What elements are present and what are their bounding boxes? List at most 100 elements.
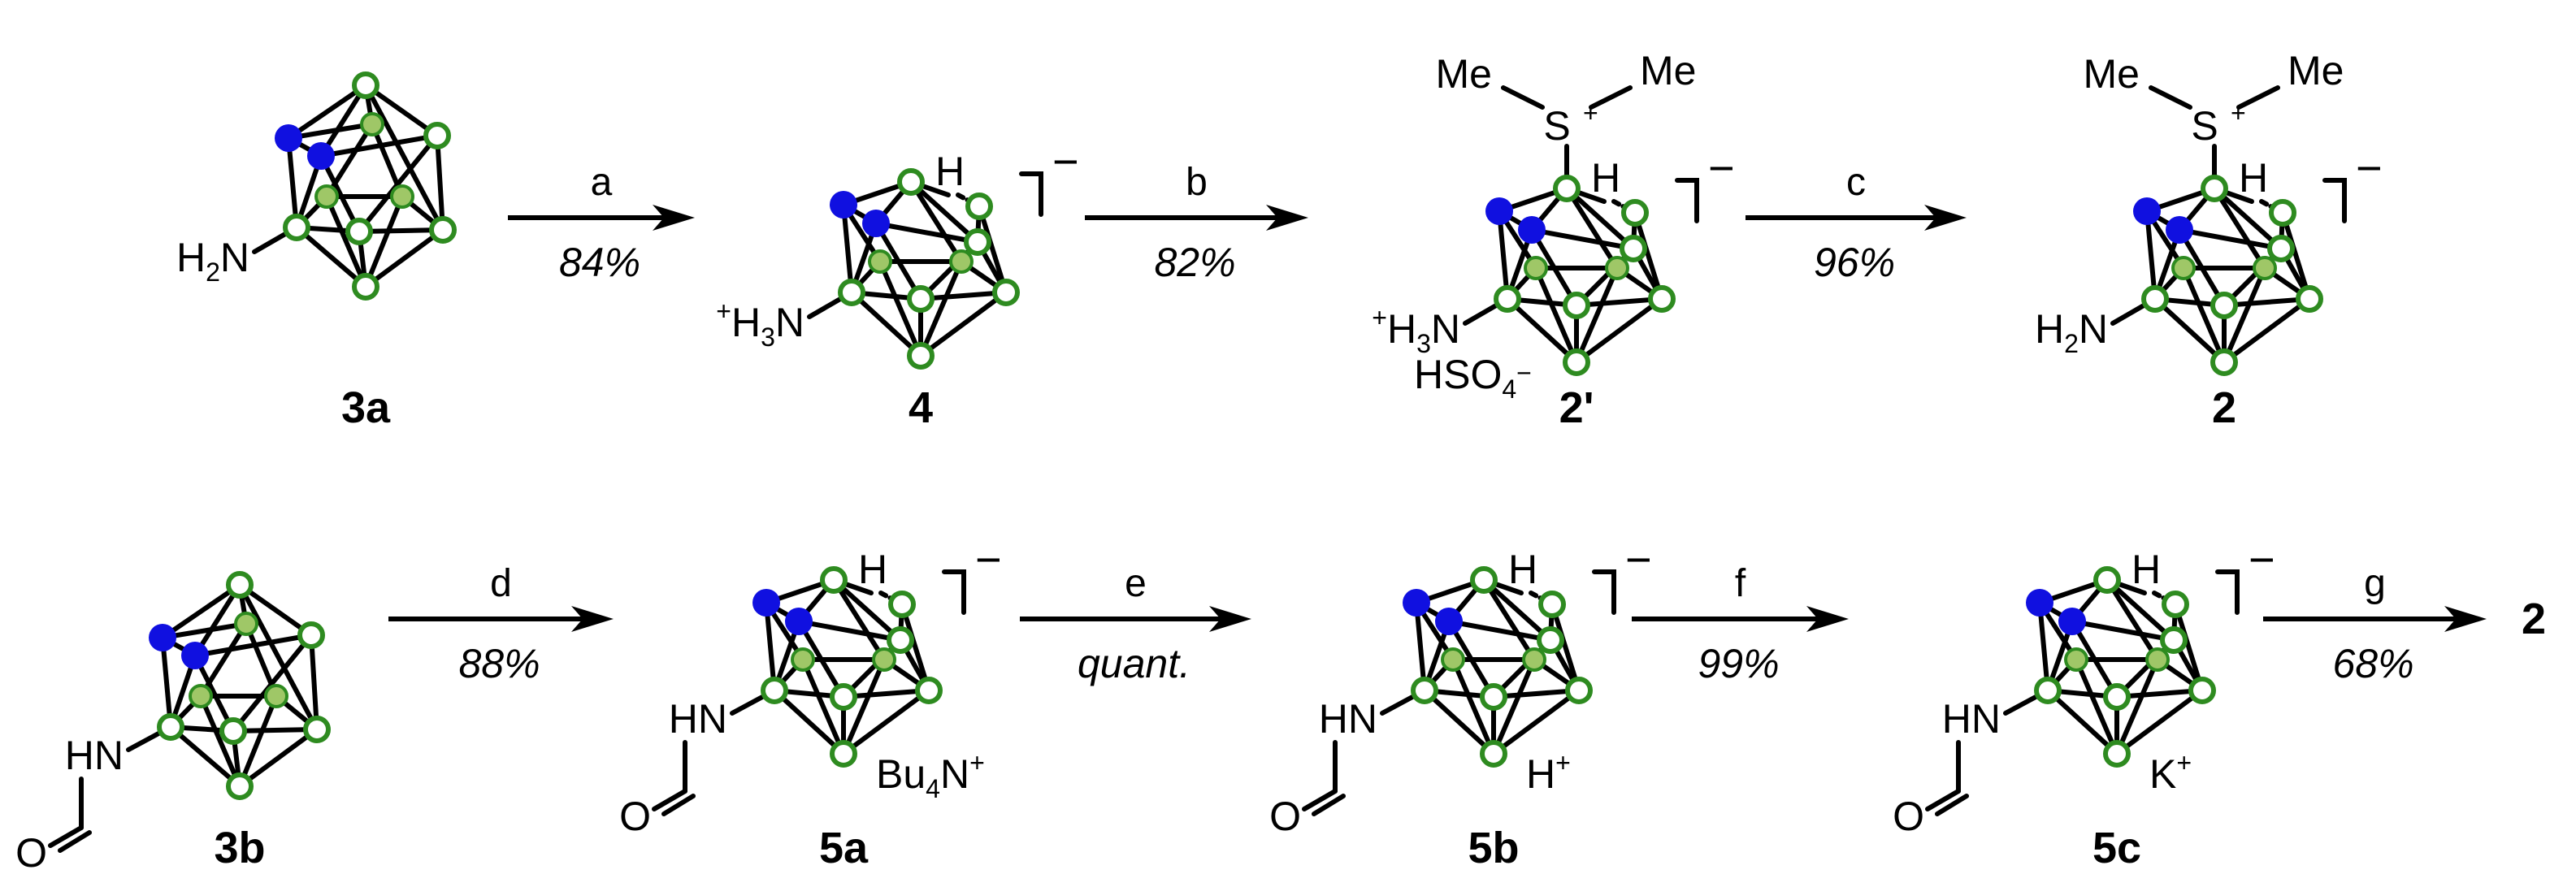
cluster-5a-bond — [900, 602, 931, 693]
cluster-5a-boron-atom — [791, 647, 815, 672]
cluster-2prime-boron-atom — [1605, 256, 1629, 280]
cluster-3b-nh-label: HN — [65, 733, 124, 778]
cluster-3a-boron-atom — [423, 122, 451, 149]
cluster-2prime-boron-atom — [1563, 292, 1590, 319]
cluster-5b-bond — [1481, 578, 1553, 643]
cluster-4-bond — [918, 290, 1008, 301]
cluster-5a-boron-atom — [915, 677, 943, 704]
cluster-3b-bond — [168, 725, 242, 789]
cluster-4-carbon-atom — [862, 210, 890, 237]
cluster-3b-bond — [244, 621, 279, 699]
cluster-5a-bond — [772, 688, 846, 756]
arrow-g-head — [2444, 606, 2487, 632]
cluster-5b-boron-atom — [1522, 647, 1546, 672]
cluster-2prime-bracket — [1675, 178, 1699, 223]
cluster-5b-carbon-atom — [1435, 608, 1463, 635]
cluster-5a-bond — [764, 600, 777, 693]
cluster-3a-bond — [370, 122, 405, 199]
cluster-2prime-bond — [1529, 227, 1636, 251]
cluster-5b-label: 5b — [1468, 824, 1519, 872]
arrow-e-head — [1209, 606, 1251, 632]
arrow-f-reagent: f — [1735, 562, 1746, 605]
arrow-b-head — [1266, 205, 1308, 231]
cluster-3a-bond — [363, 83, 445, 232]
cluster-3b-co-bond — [48, 825, 84, 848]
cluster-4-boron-atom — [868, 249, 892, 274]
cluster-3b-bond — [231, 727, 319, 733]
cluster-3b-boron-atom — [226, 571, 254, 599]
cluster-5b-bridging-h: H — [1508, 547, 1537, 592]
cluster-3b-bond — [309, 633, 319, 732]
cluster-5b-co-bond — [1302, 789, 1338, 811]
arrow-c-reagent: c — [1846, 161, 1866, 204]
cluster-3a-bond — [363, 194, 405, 289]
cluster-2prime-bond — [1564, 186, 1636, 251]
cluster-5b-bond — [1451, 657, 1496, 756]
cluster-3a-boron-atom — [345, 218, 373, 245]
cluster-5a-bond — [796, 619, 903, 643]
cluster-5a-boron-atom — [887, 626, 914, 654]
cluster-2-charge: − — [2356, 142, 2383, 193]
cluster-3b-boron-atom — [219, 717, 247, 745]
cluster-3a-carbon-atom — [307, 142, 335, 170]
cluster-2prime-carbon-atom — [1485, 197, 1513, 225]
cluster-3b-bond — [160, 621, 249, 640]
cluster-3a-label: 3a — [341, 383, 391, 432]
cluster-5b-boron-atom — [1565, 677, 1593, 704]
cluster-5b-boron-atom — [1441, 647, 1465, 672]
cluster-2-boron-atom — [2210, 348, 2238, 376]
cluster-4-bridging-h: H — [935, 149, 965, 194]
cluster-5c-co-bond2 — [1935, 794, 1969, 816]
cluster-5b-counter-ion: H+ — [1526, 748, 1571, 797]
cluster-3b-boron-atom — [226, 772, 254, 800]
cluster-4-bond — [977, 204, 1008, 295]
cluster-5a-co-bond2 — [661, 794, 696, 816]
cluster-3a-bond — [294, 225, 368, 289]
cluster-4-boron-atom — [897, 168, 925, 196]
cluster-2prime-bridging-h: H — [1591, 155, 1620, 201]
arrow-b-yield: 82% — [1154, 240, 1235, 285]
cluster-5c-nh-label: HN — [1942, 696, 2001, 742]
cluster-5b-bracket — [1592, 569, 1616, 615]
cluster-5a-counter-ion: Bu4N+ — [876, 748, 985, 803]
cluster-4-bond — [841, 202, 854, 295]
cluster-5b-boron-atom — [1537, 626, 1564, 654]
cluster-2-me-bond-right — [2236, 85, 2280, 110]
cluster-2-label: 2 — [2212, 383, 2236, 432]
cluster-5b-bond — [1481, 578, 1537, 662]
cluster-5b-bond — [1491, 688, 1581, 699]
cluster-2-bond — [2153, 296, 2227, 365]
cluster-5a-boron-atom — [888, 591, 916, 618]
cluster-3b-bond — [237, 582, 314, 638]
arrow-d-reagent: d — [490, 562, 512, 605]
cluster-5a-nh-label: HN — [669, 696, 727, 742]
cluster-5c-bond — [2070, 619, 2176, 643]
cluster-5b-bond — [1491, 657, 1537, 756]
cluster-4-boron-atom — [907, 342, 935, 370]
cluster-4-bond — [878, 259, 923, 358]
cluster-2prime-bond — [1574, 296, 1664, 365]
arrow-d-yield: 88% — [458, 641, 540, 686]
cluster-3a-bond — [324, 194, 368, 289]
cluster-3b-bond — [198, 621, 249, 699]
cluster-5b-nh-label: HN — [1319, 696, 1377, 742]
cluster-5c-bridging-h: H — [2131, 547, 2161, 592]
cluster-5c-boron-atom — [2145, 647, 2170, 672]
cluster-4-bond — [849, 290, 923, 358]
cluster-2prime-bond — [1574, 296, 1664, 308]
cluster-3b-bond — [237, 582, 319, 732]
cluster-3a-bond — [286, 136, 299, 230]
cluster-5c-co-bond — [1925, 789, 1961, 811]
cluster-2-boron-atom — [2210, 292, 2238, 319]
cluster-5a-bond — [841, 688, 931, 699]
cluster-2prime-sulfur-charge: + — [1583, 98, 1598, 128]
cluster-2prime-sulfur: S — [1543, 103, 1570, 149]
cluster-5a-carbon-atom — [785, 608, 813, 635]
cluster-2prime-charge: − — [1708, 142, 1735, 193]
cluster-2prime-methyl-right: Me — [1640, 48, 1696, 93]
cluster-2-methyl-right: Me — [2288, 48, 2344, 93]
cluster-2prime-bond — [1633, 210, 1664, 301]
cluster-5c-boron-atom — [2103, 683, 2131, 711]
cluster-4-label: 4 — [909, 383, 933, 432]
cluster-4-boron-atom — [965, 193, 993, 220]
